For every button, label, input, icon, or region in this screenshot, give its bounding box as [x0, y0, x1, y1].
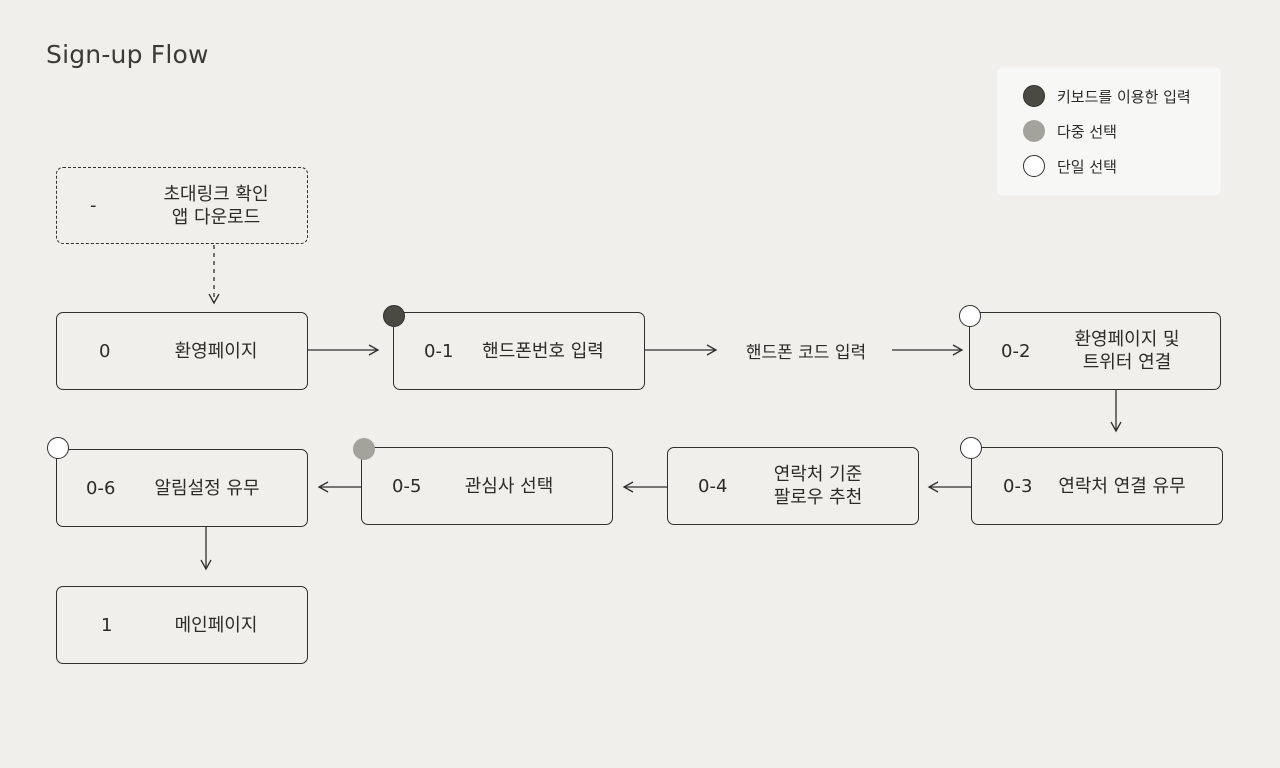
- node-label: 핸드폰번호 입력: [482, 340, 604, 362]
- node-welcome[interactable]: 0 환영페이지: [56, 312, 308, 390]
- single-select-dot-icon: [959, 305, 981, 327]
- node-label: 환영페이지 및 트위터 연결: [1074, 329, 1180, 373]
- keyboard-input-dot-icon: [1023, 85, 1045, 107]
- multi-select-dot-icon: [1023, 120, 1045, 142]
- node-main-page[interactable]: 1 메인페이지: [56, 586, 308, 664]
- node-welcome-twitter[interactable]: 0-2 환영페이지 및 트위터 연결: [969, 312, 1221, 390]
- node-code: 0-3: [1003, 475, 1033, 497]
- node-follow-recommend[interactable]: 0-4 연락처 기준 팔로우 추천: [667, 447, 919, 525]
- single-select-dot-icon: [47, 437, 69, 459]
- node-code: 0-4: [698, 475, 728, 497]
- keyboard-input-dot-icon: [383, 305, 405, 327]
- legend-label: 다중 선택: [1057, 122, 1117, 141]
- node-code: 0-5: [392, 475, 422, 497]
- node-code: 1: [101, 614, 113, 636]
- single-select-dot-icon: [960, 437, 982, 459]
- node-interests[interactable]: 0-5 관심사 선택: [361, 447, 613, 525]
- node-label: 환영페이지: [174, 340, 258, 362]
- multi-select-dot-icon: [353, 438, 375, 460]
- node-code: 0-1: [424, 340, 454, 362]
- node-label: 관심사 선택: [464, 475, 554, 497]
- legend-label: 단일 선택: [1057, 157, 1117, 176]
- node-invite-download[interactable]: - 초대링크 확인 앱 다운로드: [56, 167, 308, 244]
- legend-label: 키보드를 이용한 입력: [1057, 87, 1191, 106]
- node-phone-code: 핸드폰 코드 입력: [745, 342, 867, 363]
- legend: 키보드를 이용한 입력 다중 선택 단일 선택: [997, 67, 1221, 195]
- node-phone-number[interactable]: 0-1 핸드폰번호 입력: [393, 312, 645, 390]
- node-notifications[interactable]: 0-6 알림설정 유무: [56, 449, 308, 527]
- legend-item-single-select: 단일 선택: [1023, 154, 1117, 178]
- page-title: Sign-up Flow: [46, 40, 209, 69]
- single-select-dot-icon: [1023, 155, 1045, 177]
- node-label: 초대링크 확인 앱 다운로드: [163, 183, 269, 228]
- node-code: 0-2: [1001, 340, 1031, 362]
- node-code: -: [90, 195, 97, 216]
- node-label: 메인페이지: [174, 614, 258, 636]
- node-code: 0: [99, 340, 111, 362]
- node-code: 0-6: [86, 477, 116, 499]
- node-contacts[interactable]: 0-3 연락처 연결 유무: [971, 447, 1223, 525]
- legend-item-keyboard: 키보드를 이용한 입력: [1023, 84, 1191, 108]
- node-label: 연락처 연결 유무: [1058, 475, 1186, 497]
- node-label: 연락처 기준 팔로우 추천: [773, 464, 863, 508]
- legend-item-multi-select: 다중 선택: [1023, 119, 1117, 143]
- node-label: 알림설정 유무: [154, 477, 260, 499]
